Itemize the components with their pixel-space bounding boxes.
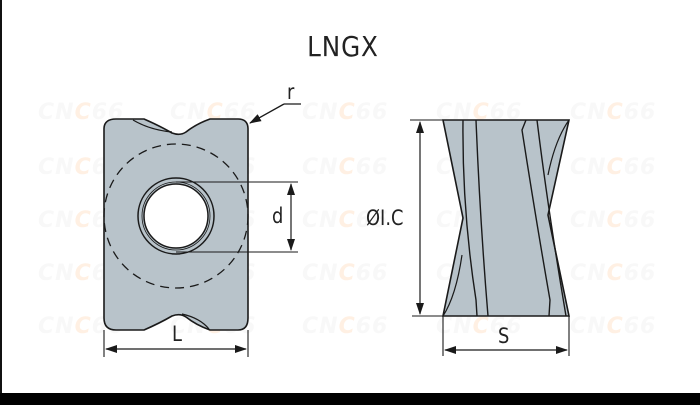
thickness-dimension (442, 316, 570, 356)
insert-side-view (442, 119, 570, 317)
inscribed-circle-label: ØI.C (366, 206, 404, 230)
corner-radius-label: r (287, 80, 295, 104)
bore-hole (143, 183, 209, 249)
corner-radius-callout (249, 103, 301, 124)
side-edge-line (475, 119, 489, 317)
bore-diameter-label: d (272, 204, 284, 228)
side-corner-curve (547, 119, 570, 176)
side-edge-line (462, 119, 478, 317)
length-label: L (172, 322, 182, 346)
side-edge-line (521, 119, 551, 317)
length-dimension (103, 330, 249, 357)
frame-left-border (0, 0, 2, 405)
side-edge-line (536, 119, 567, 317)
side-corner-curve (442, 254, 463, 317)
bore-diameter-dimension (176, 181, 298, 253)
inscribed-circle-dashed (103, 143, 249, 289)
frame-bottom-bar (0, 393, 700, 405)
inscribed-circle-dimension (410, 119, 445, 317)
insert-top-view (103, 118, 249, 331)
insert-type-title: LNGX (307, 30, 379, 63)
bottom-groove-curve (181, 313, 210, 330)
top-groove-curve (132, 119, 173, 133)
thickness-label: S (498, 324, 510, 348)
